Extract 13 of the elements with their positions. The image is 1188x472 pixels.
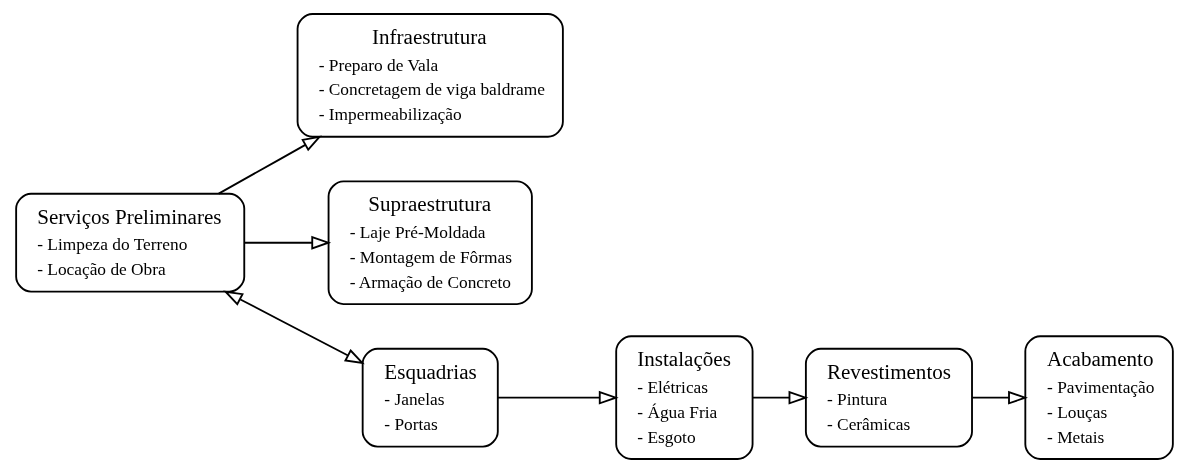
node-box: Esquadrias - Janelas - Portas: [361, 347, 499, 448]
arrow: [970, 390, 1028, 405]
arrow: [751, 390, 808, 405]
arrow: [242, 235, 331, 250]
node-box: Infraestrutura - Preparo de Vala - Concretagem de viga baldrame - Impermeabilização: [296, 12, 564, 138]
arrow: [222, 289, 365, 364]
node-box: Revestimentos - Pintura - Cerâmicas: [804, 347, 973, 448]
arrow: [217, 135, 322, 195]
arrow: [496, 390, 619, 405]
node-box: Acabamento - Pavimentação - Louças - Metais: [1023, 334, 1174, 460]
node-box: Instalações - Elétricas - Água Fria - Esgoto: [614, 334, 753, 460]
node-box: Supraestrutura - Laje Pré-Moldada - Montagem de Fôrmas - Armação de Concreto: [327, 179, 533, 305]
node-box: Serviços Preliminares - Limpeza do Terreno - Locação de Obra: [14, 192, 245, 293]
